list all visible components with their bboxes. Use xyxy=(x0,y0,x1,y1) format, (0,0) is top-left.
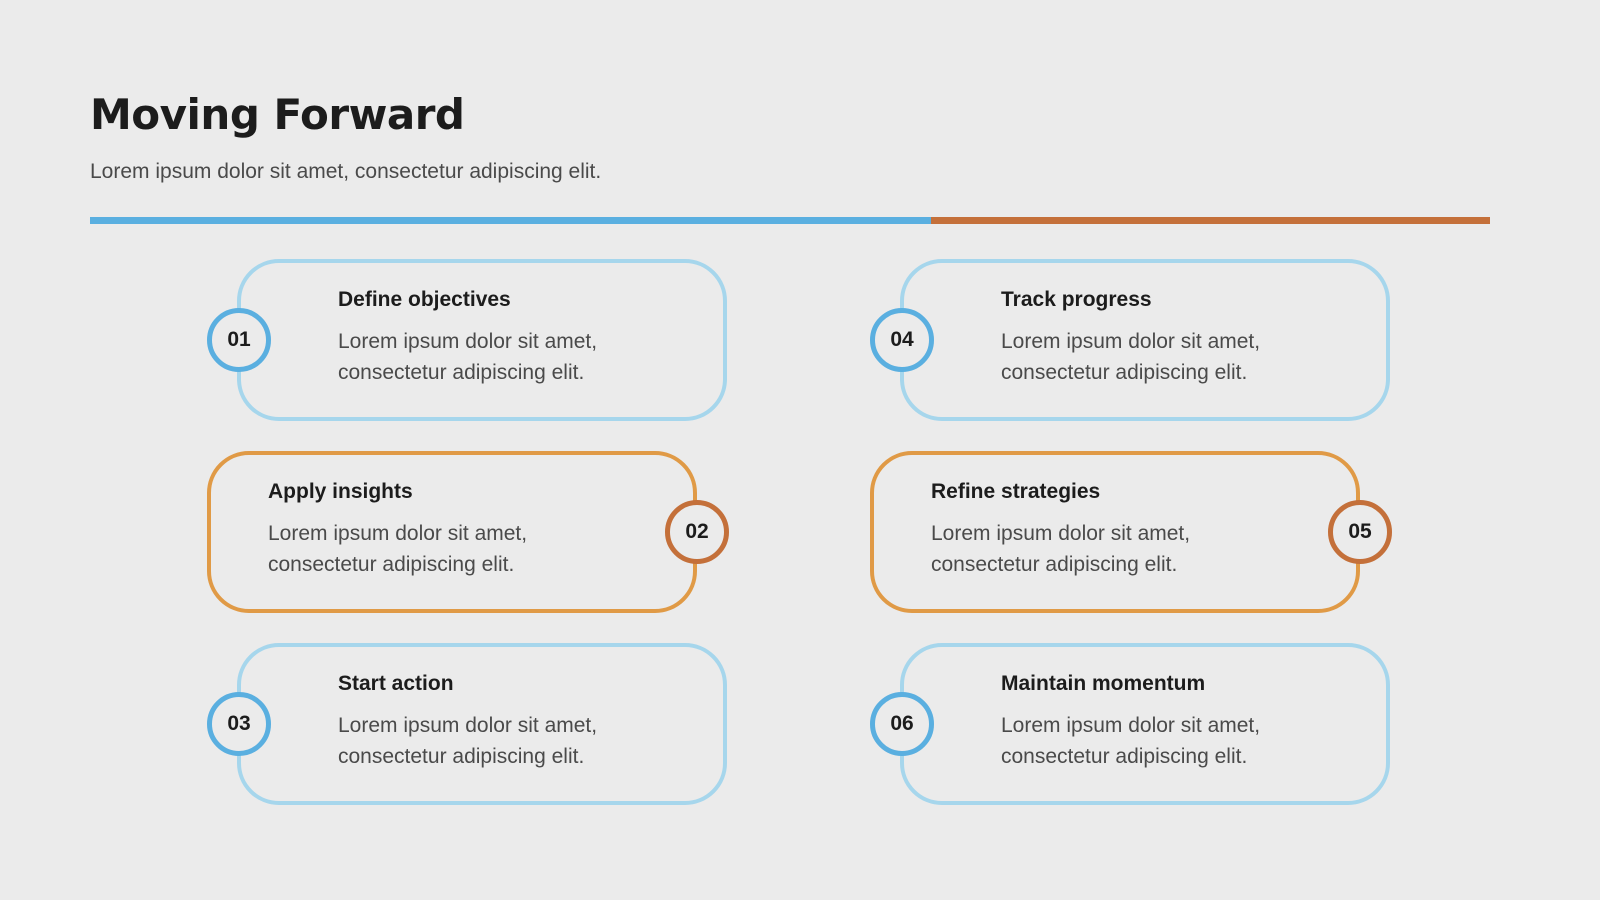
page-subtitle: Lorem ipsum dolor sit amet, consectetur … xyxy=(90,160,602,183)
step-heading: Define objectives xyxy=(338,288,511,311)
step-number-badge-05: 05 xyxy=(1328,500,1392,564)
page-title: Moving Forward xyxy=(90,90,465,139)
step-description: Lorem ipsum dolor sit amet, consectetur … xyxy=(338,714,598,768)
step-heading: Apply insights xyxy=(268,480,413,503)
step-number-badge-01: 01 xyxy=(207,308,271,372)
step-heading: Track progress xyxy=(1001,288,1152,311)
step-heading: Maintain momentum xyxy=(1001,672,1206,695)
step-card-01: Define objectives Lorem ipsum dolor sit … xyxy=(237,259,727,421)
step-card-05: Refine strategies Lorem ipsum dolor sit … xyxy=(870,451,1360,613)
divider-blue-segment xyxy=(90,217,931,224)
step-description: Lorem ipsum dolor sit amet, consectetur … xyxy=(338,330,598,384)
step-card-06: Maintain momentum Lorem ipsum dolor sit … xyxy=(900,643,1390,805)
step-card-02: Apply insights Lorem ipsum dolor sit ame… xyxy=(207,451,697,613)
step-number-badge-03: 03 xyxy=(207,692,271,756)
step-number-badge-06: 06 xyxy=(870,692,934,756)
step-description: Lorem ipsum dolor sit amet, consectetur … xyxy=(1001,714,1261,768)
divider-orange-segment xyxy=(931,217,1490,224)
step-number-badge-02: 02 xyxy=(665,500,729,564)
step-description: Lorem ipsum dolor sit amet, consectetur … xyxy=(268,522,528,576)
step-number-badge-04: 04 xyxy=(870,308,934,372)
step-card-03: Start action Lorem ipsum dolor sit amet,… xyxy=(237,643,727,805)
step-card-04: Track progress Lorem ipsum dolor sit ame… xyxy=(900,259,1390,421)
step-description: Lorem ipsum dolor sit amet, consectetur … xyxy=(1001,330,1261,384)
step-heading: Start action xyxy=(338,672,454,695)
step-description: Lorem ipsum dolor sit amet, consectetur … xyxy=(931,522,1191,576)
step-heading: Refine strategies xyxy=(931,480,1101,503)
